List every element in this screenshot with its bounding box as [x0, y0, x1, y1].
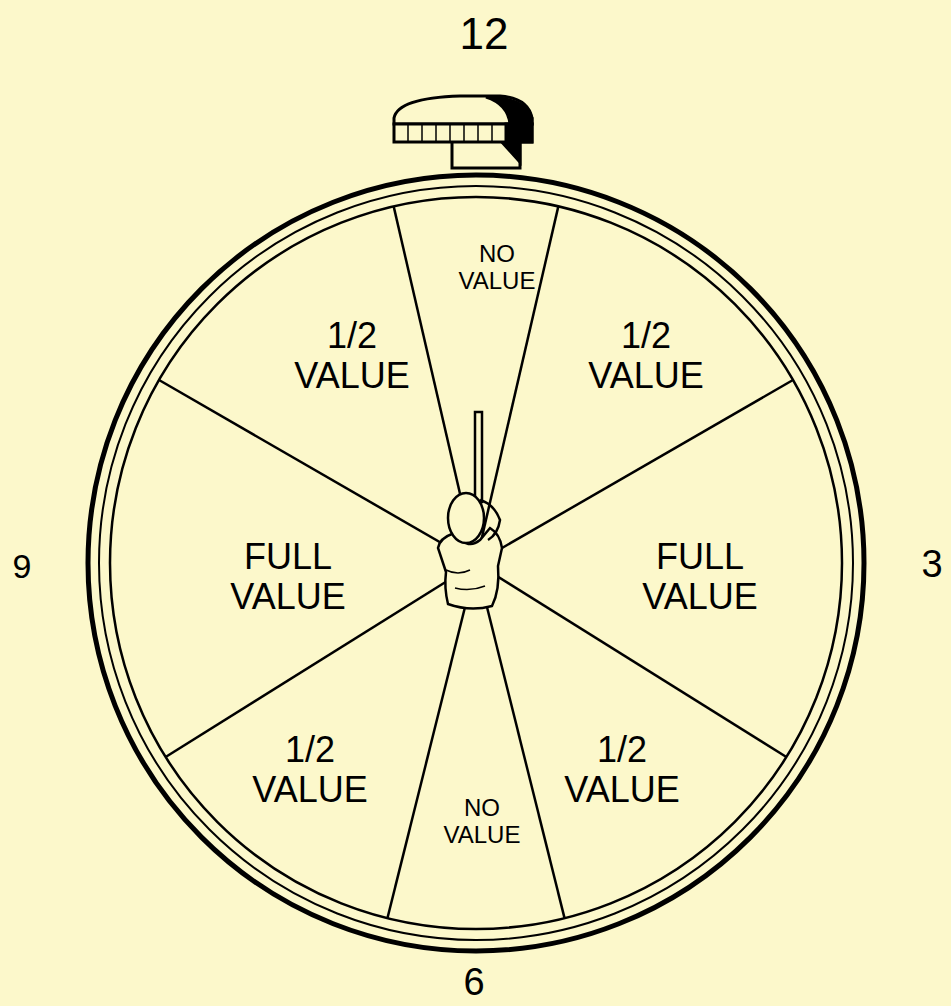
sector-line: [476, 380, 793, 563]
value-sector: 1/2 VALUE: [588, 316, 703, 397]
sector-line: [476, 563, 565, 918]
clock-position: 9: [13, 549, 32, 583]
sector-label: 1/2 VALUE: [294, 316, 409, 397]
sector-label: NO VALUE: [459, 241, 536, 295]
clock-position: 12: [460, 12, 509, 56]
soldier-figure: [438, 412, 502, 609]
value-sector: FULL VALUE: [642, 537, 757, 618]
no-value-sector: NO VALUE: [459, 241, 536, 295]
no-value-sector: NO VALUE: [444, 795, 521, 849]
sector-line: [159, 380, 476, 563]
value-sector: 1/2 VALUE: [294, 316, 409, 397]
sector-label: 1/2 VALUE: [564, 730, 679, 811]
value-sector: FULL VALUE: [230, 537, 345, 618]
clock-position: 3: [921, 545, 942, 583]
clock-position: 6: [463, 963, 484, 1001]
sector-label: FULL VALUE: [642, 537, 757, 618]
dial-rings: [88, 175, 864, 951]
sector-label: NO VALUE: [444, 795, 521, 849]
sector-lines: [159, 206, 793, 918]
sector-line: [387, 563, 476, 918]
sector-label: 1/2 VALUE: [252, 730, 367, 811]
winding-knob: [394, 96, 532, 168]
value-sector: 1/2 VALUE: [252, 730, 367, 811]
sector-label: FULL VALUE: [230, 537, 345, 618]
sector-label: 1/2 VALUE: [588, 316, 703, 397]
value-sector: 1/2 VALUE: [564, 730, 679, 811]
